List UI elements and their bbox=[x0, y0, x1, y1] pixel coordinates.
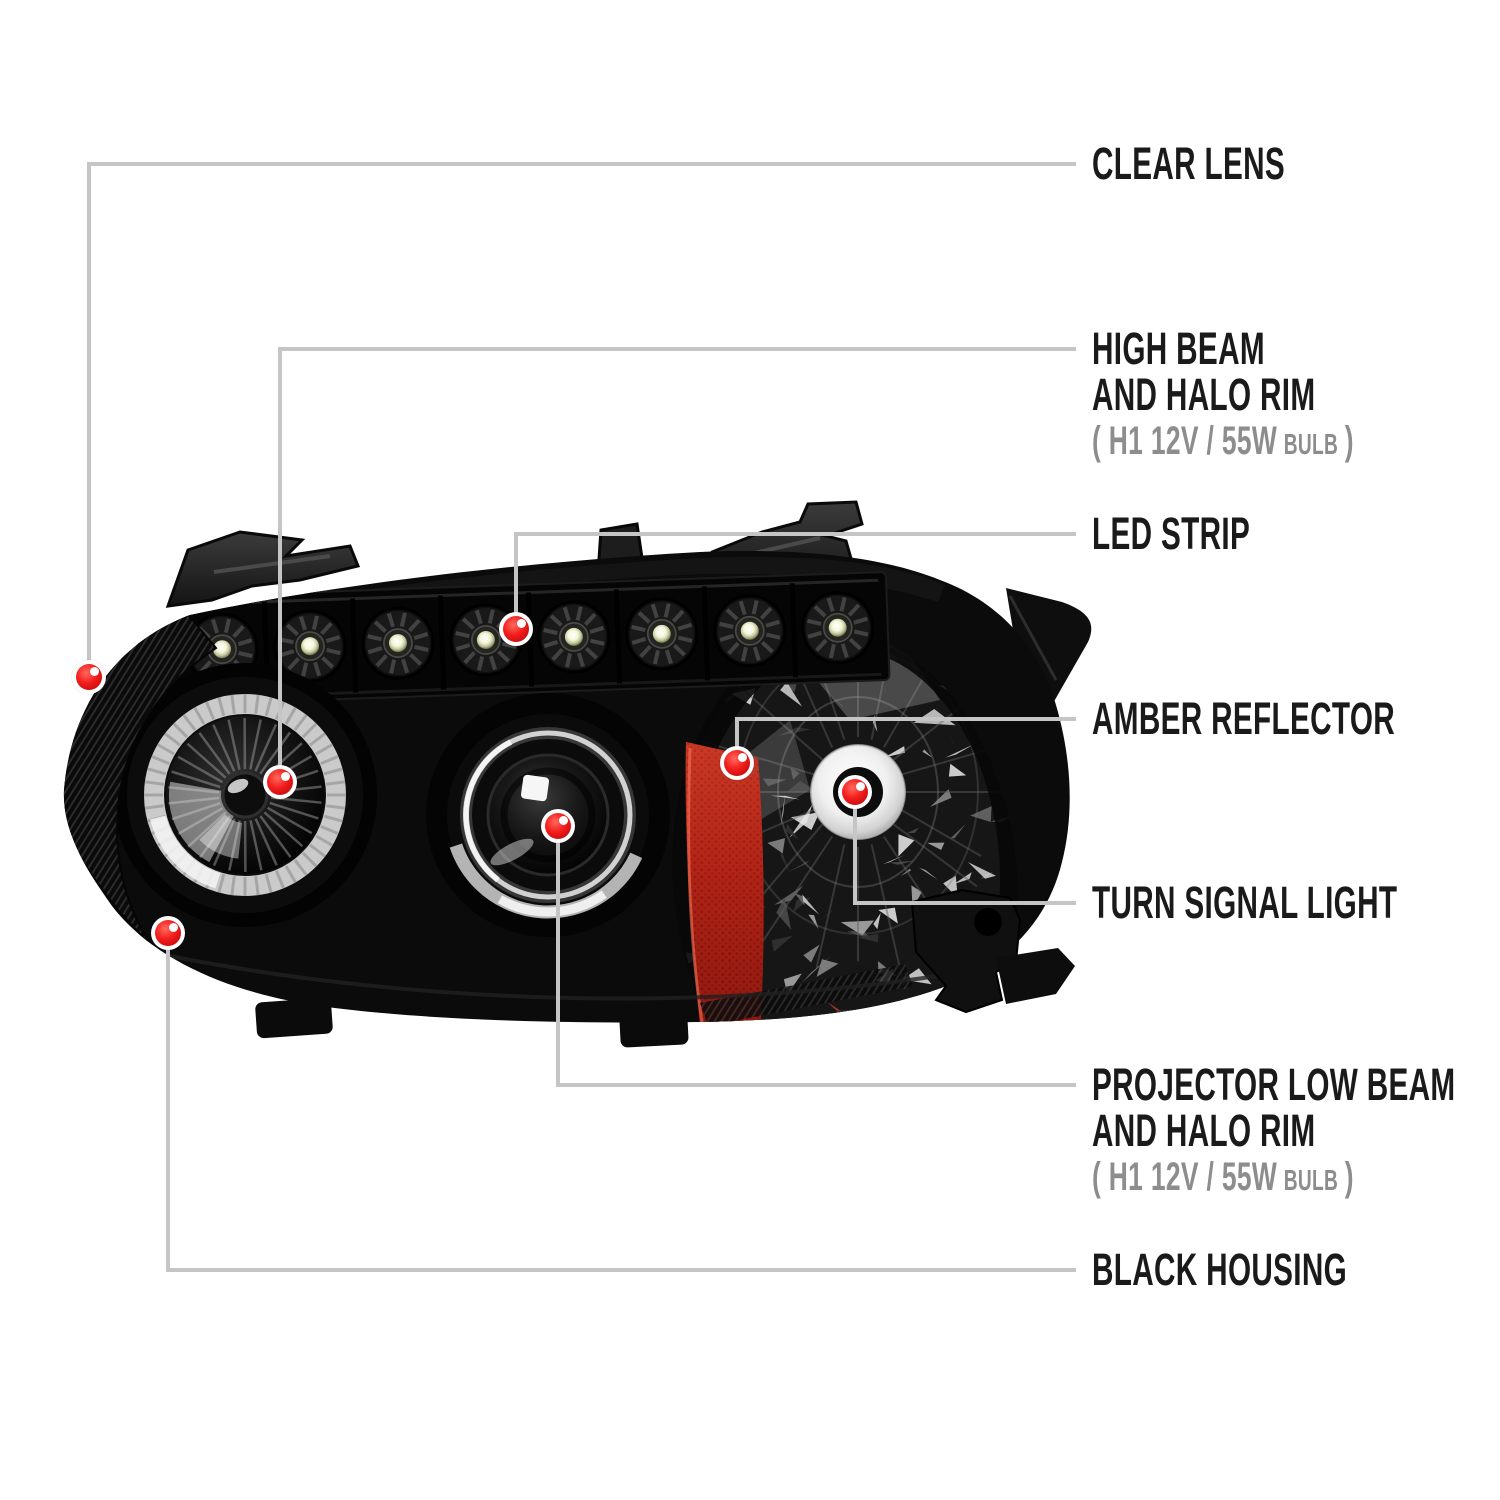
projector-low-beam-marker-glint bbox=[559, 816, 568, 825]
led-strip-marker-dot bbox=[499, 612, 533, 646]
lower-bracket bbox=[255, 888, 1075, 1048]
projector-low-beam-marker-dot bbox=[541, 809, 575, 843]
clear-lens-leader-horizontal bbox=[87, 162, 1076, 166]
clear-lens-marker-dot bbox=[72, 660, 106, 694]
led-strip-leader-horizontal bbox=[514, 532, 1076, 536]
led-strip-label-line-1: LED STRIP bbox=[1092, 508, 1251, 559]
clear-lens-marker-glint bbox=[90, 667, 99, 676]
projector-low-beam-label-line-2: AND HALO RIM bbox=[1092, 1105, 1316, 1156]
turn-signal-light-label: TURN SIGNAL LIGHT bbox=[1092, 880, 1397, 926]
black-housing-leader-vertical bbox=[166, 933, 170, 1270]
turn-signal-light-leader-vertical bbox=[853, 792, 857, 903]
high-beam-marker-dot bbox=[263, 765, 297, 799]
projector-low-beam-label-line-1: PROJECTOR LOW BEAM bbox=[1092, 1059, 1456, 1110]
amber-reflector-band bbox=[685, 742, 764, 1023]
high-beam-leader-horizontal bbox=[278, 347, 1076, 351]
amber-reflector-label-line-1: AMBER REFLECTOR bbox=[1092, 693, 1396, 744]
amber-reflector-marker-glint bbox=[738, 753, 747, 762]
black-housing-label-line-1: BLACK HOUSING bbox=[1092, 1244, 1348, 1295]
clear-lens-label: CLEAR LENS bbox=[1092, 141, 1285, 187]
black-housing-leader-horizontal bbox=[166, 1268, 1076, 1272]
led-strip-leader-vertical bbox=[514, 534, 518, 629]
black-housing-marker-glint bbox=[169, 923, 178, 932]
turn-signal-light-marker-dot bbox=[838, 775, 872, 809]
black-housing-label: BLACK HOUSING bbox=[1092, 1247, 1347, 1293]
projector-low-beam-spec-main: ( H1 12V / 55W bbox=[1092, 1155, 1278, 1199]
led-strip-label: LED STRIP bbox=[1092, 511, 1250, 557]
projector-low-beam-spec-close: ) bbox=[1344, 1155, 1354, 1199]
high-beam-lamp bbox=[113, 663, 377, 927]
turn-signal-light-label-line-1: TURN SIGNAL LIGHT bbox=[1092, 877, 1398, 928]
amber-reflector-leader-horizontal bbox=[735, 717, 1076, 721]
bottom-trim bbox=[700, 964, 913, 1023]
high-beam-label-line-1: HIGH BEAM bbox=[1092, 323, 1265, 374]
projector-low-beam-spec-bulb: BULB bbox=[1283, 1165, 1339, 1197]
high-beam-spec-close: ) bbox=[1344, 419, 1354, 463]
high-beam-label-line-2: AND HALO RIM bbox=[1092, 369, 1316, 420]
clear-lens-leader-vertical bbox=[87, 164, 91, 677]
turn-signal-light-leader-horizontal bbox=[853, 901, 1076, 905]
black-housing-marker-dot bbox=[151, 916, 185, 950]
projector-low-beam-leader-horizontal bbox=[556, 1083, 1076, 1087]
turn-signal-light-marker-glint bbox=[856, 782, 865, 791]
led-strip-marker-glint bbox=[517, 619, 526, 628]
projector-low-beam-leader-vertical bbox=[556, 826, 560, 1085]
high-beam-marker-glint bbox=[281, 772, 290, 781]
clear-lens-label-line-1: CLEAR LENS bbox=[1092, 138, 1286, 189]
amber-reflector-leader-vertical bbox=[735, 719, 739, 763]
high-beam-spec-bulb: BULB bbox=[1283, 429, 1339, 461]
high-beam-leader-vertical bbox=[278, 349, 282, 782]
amber-reflector-marker-dot bbox=[720, 746, 754, 780]
amber-reflector-label: AMBER REFLECTOR bbox=[1092, 696, 1395, 742]
high-beam-spec-main: ( H1 12V / 55W bbox=[1092, 419, 1278, 463]
